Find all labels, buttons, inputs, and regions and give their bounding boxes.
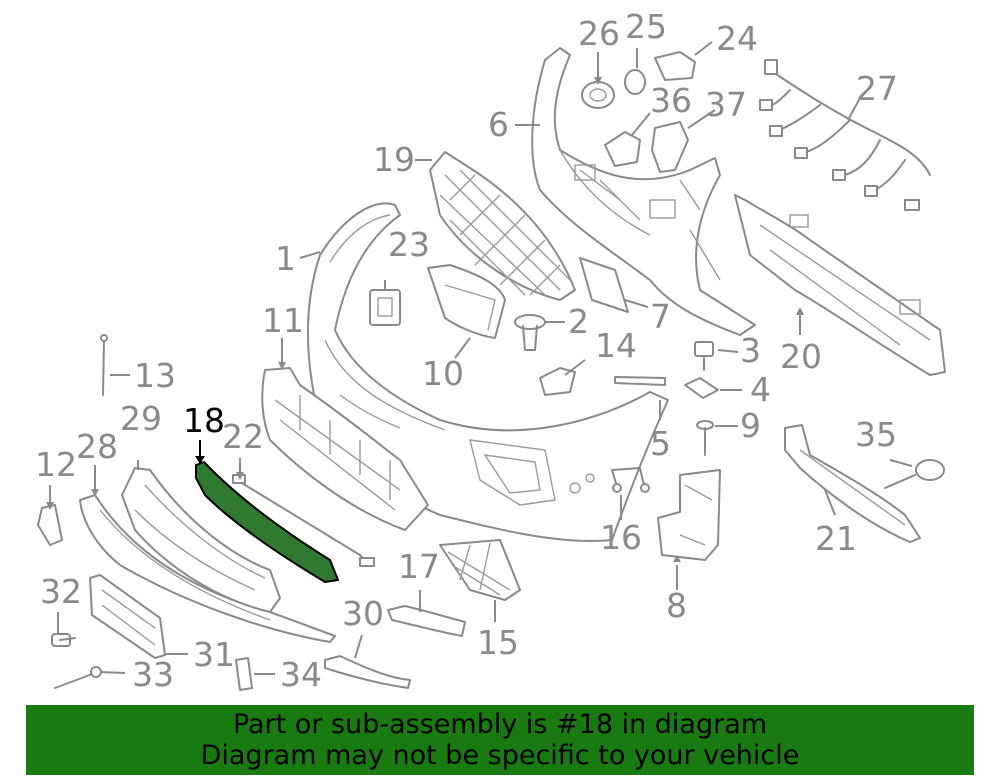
part-37-bracket [651,121,689,173]
callout-15: 15 [477,623,519,662]
part-36-sensor [604,131,641,167]
callout-16: 16 [600,518,642,557]
callout-31: 31 [193,635,235,674]
callout-14: 14 [595,326,637,365]
callout-1: 1 [275,239,296,278]
part-5-strip [614,376,666,386]
leader-lines [49,41,913,675]
callout-17: 17 [398,547,440,586]
part-31-plate-bracket [89,574,166,659]
part-22-bar [232,474,375,567]
callout-21: 21 [815,519,857,558]
part-8-bracket [657,469,721,561]
callout-32: 32 [40,572,82,611]
callout-28: 28 [76,427,118,466]
part-27-wiring-harness [759,59,931,211]
callout-22: 22 [222,417,264,456]
part-9-screw [696,420,714,456]
part-30-trim-strip [324,655,411,689]
part-35-sensor [884,459,945,489]
callout-23: 23 [388,225,430,264]
callout-8: 8 [666,586,687,625]
part-19-upper-grille [429,151,576,301]
part-18-highlighted-strip [195,461,339,583]
callout-18: 18 [183,401,225,440]
callout-29: 29 [120,399,162,438]
callout-36: 36 [650,81,692,120]
part-10-bracket [427,264,506,339]
callout-11: 11 [262,301,304,340]
callout-20: 20 [780,337,822,376]
part-12-bracket [37,504,63,546]
part-29-lower-grille [121,467,281,613]
part-28-lower-trim [79,494,336,643]
callout-24: 24 [716,19,758,58]
info-banner: Part or sub-assembly is #18 in diagram D… [26,705,974,775]
part-20-reinforcement [734,194,946,376]
callout-13: 13 [134,356,176,395]
part-33-rod [54,666,102,689]
callout-30: 30 [342,594,384,633]
part-34-clip [235,657,253,691]
callout-3: 3 [740,331,761,370]
part-17-trim-strip [387,605,466,637]
part-6-carrier-frame [531,47,756,336]
callout-7: 7 [650,297,671,336]
callout-33: 33 [132,655,174,694]
callout-34: 34 [280,655,322,694]
callout-27: 27 [856,69,898,108]
part-13-rod [100,334,108,396]
part-32-screw [51,633,76,647]
parts-diagram: 1 2 3 4 5 6 7 8 9 10 11 12 13 14 15 16 1… [35,7,946,694]
callout-5: 5 [650,424,671,463]
callout-6: 6 [488,105,509,144]
arrowheads [46,77,804,562]
part-3-bolt [694,341,714,371]
part-26-sensor [581,81,615,109]
part-2-clip [514,314,546,351]
callout-25: 25 [625,7,667,46]
callout-2: 2 [568,302,589,341]
part-24-sensor [654,51,696,81]
callout-10: 10 [422,354,464,393]
part-7-plate [579,257,629,313]
callout-35: 35 [855,415,897,454]
callout-labels: 1 2 3 4 5 6 7 8 9 10 11 12 13 14 15 16 1… [35,7,898,694]
callout-12: 12 [35,445,77,484]
part-16-bracket [611,467,650,493]
part-15-grille-insert [439,539,521,601]
part-25-ring [624,69,646,95]
part-1-bumper-cover [307,202,669,542]
callout-37: 37 [705,85,747,124]
part-21-lower-bar [784,424,921,543]
callout-19: 19 [373,140,415,179]
callout-9: 9 [740,406,761,445]
banner-line-1: Part or sub-assembly is #18 in diagram [232,709,768,740]
part-11-absorber [261,367,429,531]
banner-line-2: Diagram may not be specific to your vehi… [200,740,800,771]
part-4-nut [684,377,719,399]
callout-26: 26 [578,14,620,53]
callout-4: 4 [750,370,771,409]
part-23-sensor [369,289,401,326]
